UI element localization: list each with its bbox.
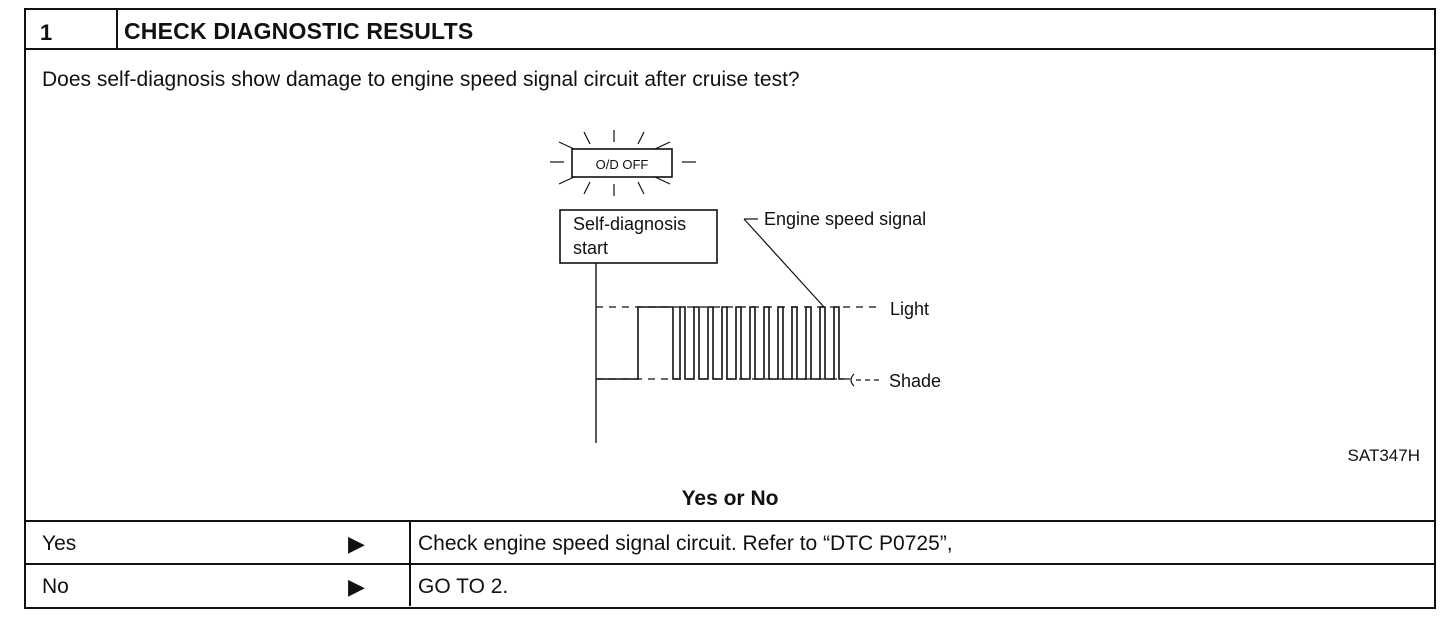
- od-off-lamp: [571, 148, 673, 178]
- answer-action: Check engine speed signal circuit. Refer…: [418, 532, 953, 555]
- decision-heading: Yes or No: [681, 487, 779, 510]
- step-title: CHECK DIAGNOSTIC RESULTS: [124, 18, 474, 44]
- lamp-rays: [550, 130, 696, 196]
- light-label: Light: [890, 299, 929, 319]
- answer-action: GO TO 2.: [418, 575, 509, 598]
- step-header: 1 CHECK DIAGNOSTIC RESULTS: [26, 10, 1434, 50]
- lamp-label: O/D OFF: [596, 157, 649, 172]
- start-label-line2: start: [573, 238, 608, 258]
- shade-label: Shade: [889, 371, 941, 391]
- arrow-right-icon: ▶: [348, 531, 365, 556]
- answer-row-no: No ▶ GO TO 2.: [26, 563, 1434, 606]
- diagnosis-waveform-figure: O/D OFF Self-diagnosis start Engine spee…: [550, 130, 941, 443]
- step-question: Does self-diagnosis show damage to engin…: [42, 68, 800, 91]
- arrow-right-icon: ▶: [348, 574, 365, 599]
- column-divider: [409, 522, 411, 563]
- column-divider: [409, 565, 411, 606]
- answer-row-yes: Yes ▶ Check engine speed signal circuit.…: [26, 520, 1434, 563]
- self-diagnosis-start-box: [559, 209, 718, 264]
- answer-label: Yes: [42, 532, 77, 555]
- step-number: 1: [26, 10, 118, 48]
- engine-speed-waveform: [596, 306, 844, 380]
- diagnostic-step-table: 1 CHECK DIAGNOSTIC RESULTS Does self-dia…: [24, 8, 1436, 609]
- answer-label: No: [42, 575, 69, 598]
- signal-label: Engine speed signal: [764, 209, 926, 229]
- signal-leader-line: [743, 218, 825, 308]
- start-label-line1: Self-diagnosis: [573, 214, 686, 234]
- figure-code: SAT347H: [1347, 446, 1420, 465]
